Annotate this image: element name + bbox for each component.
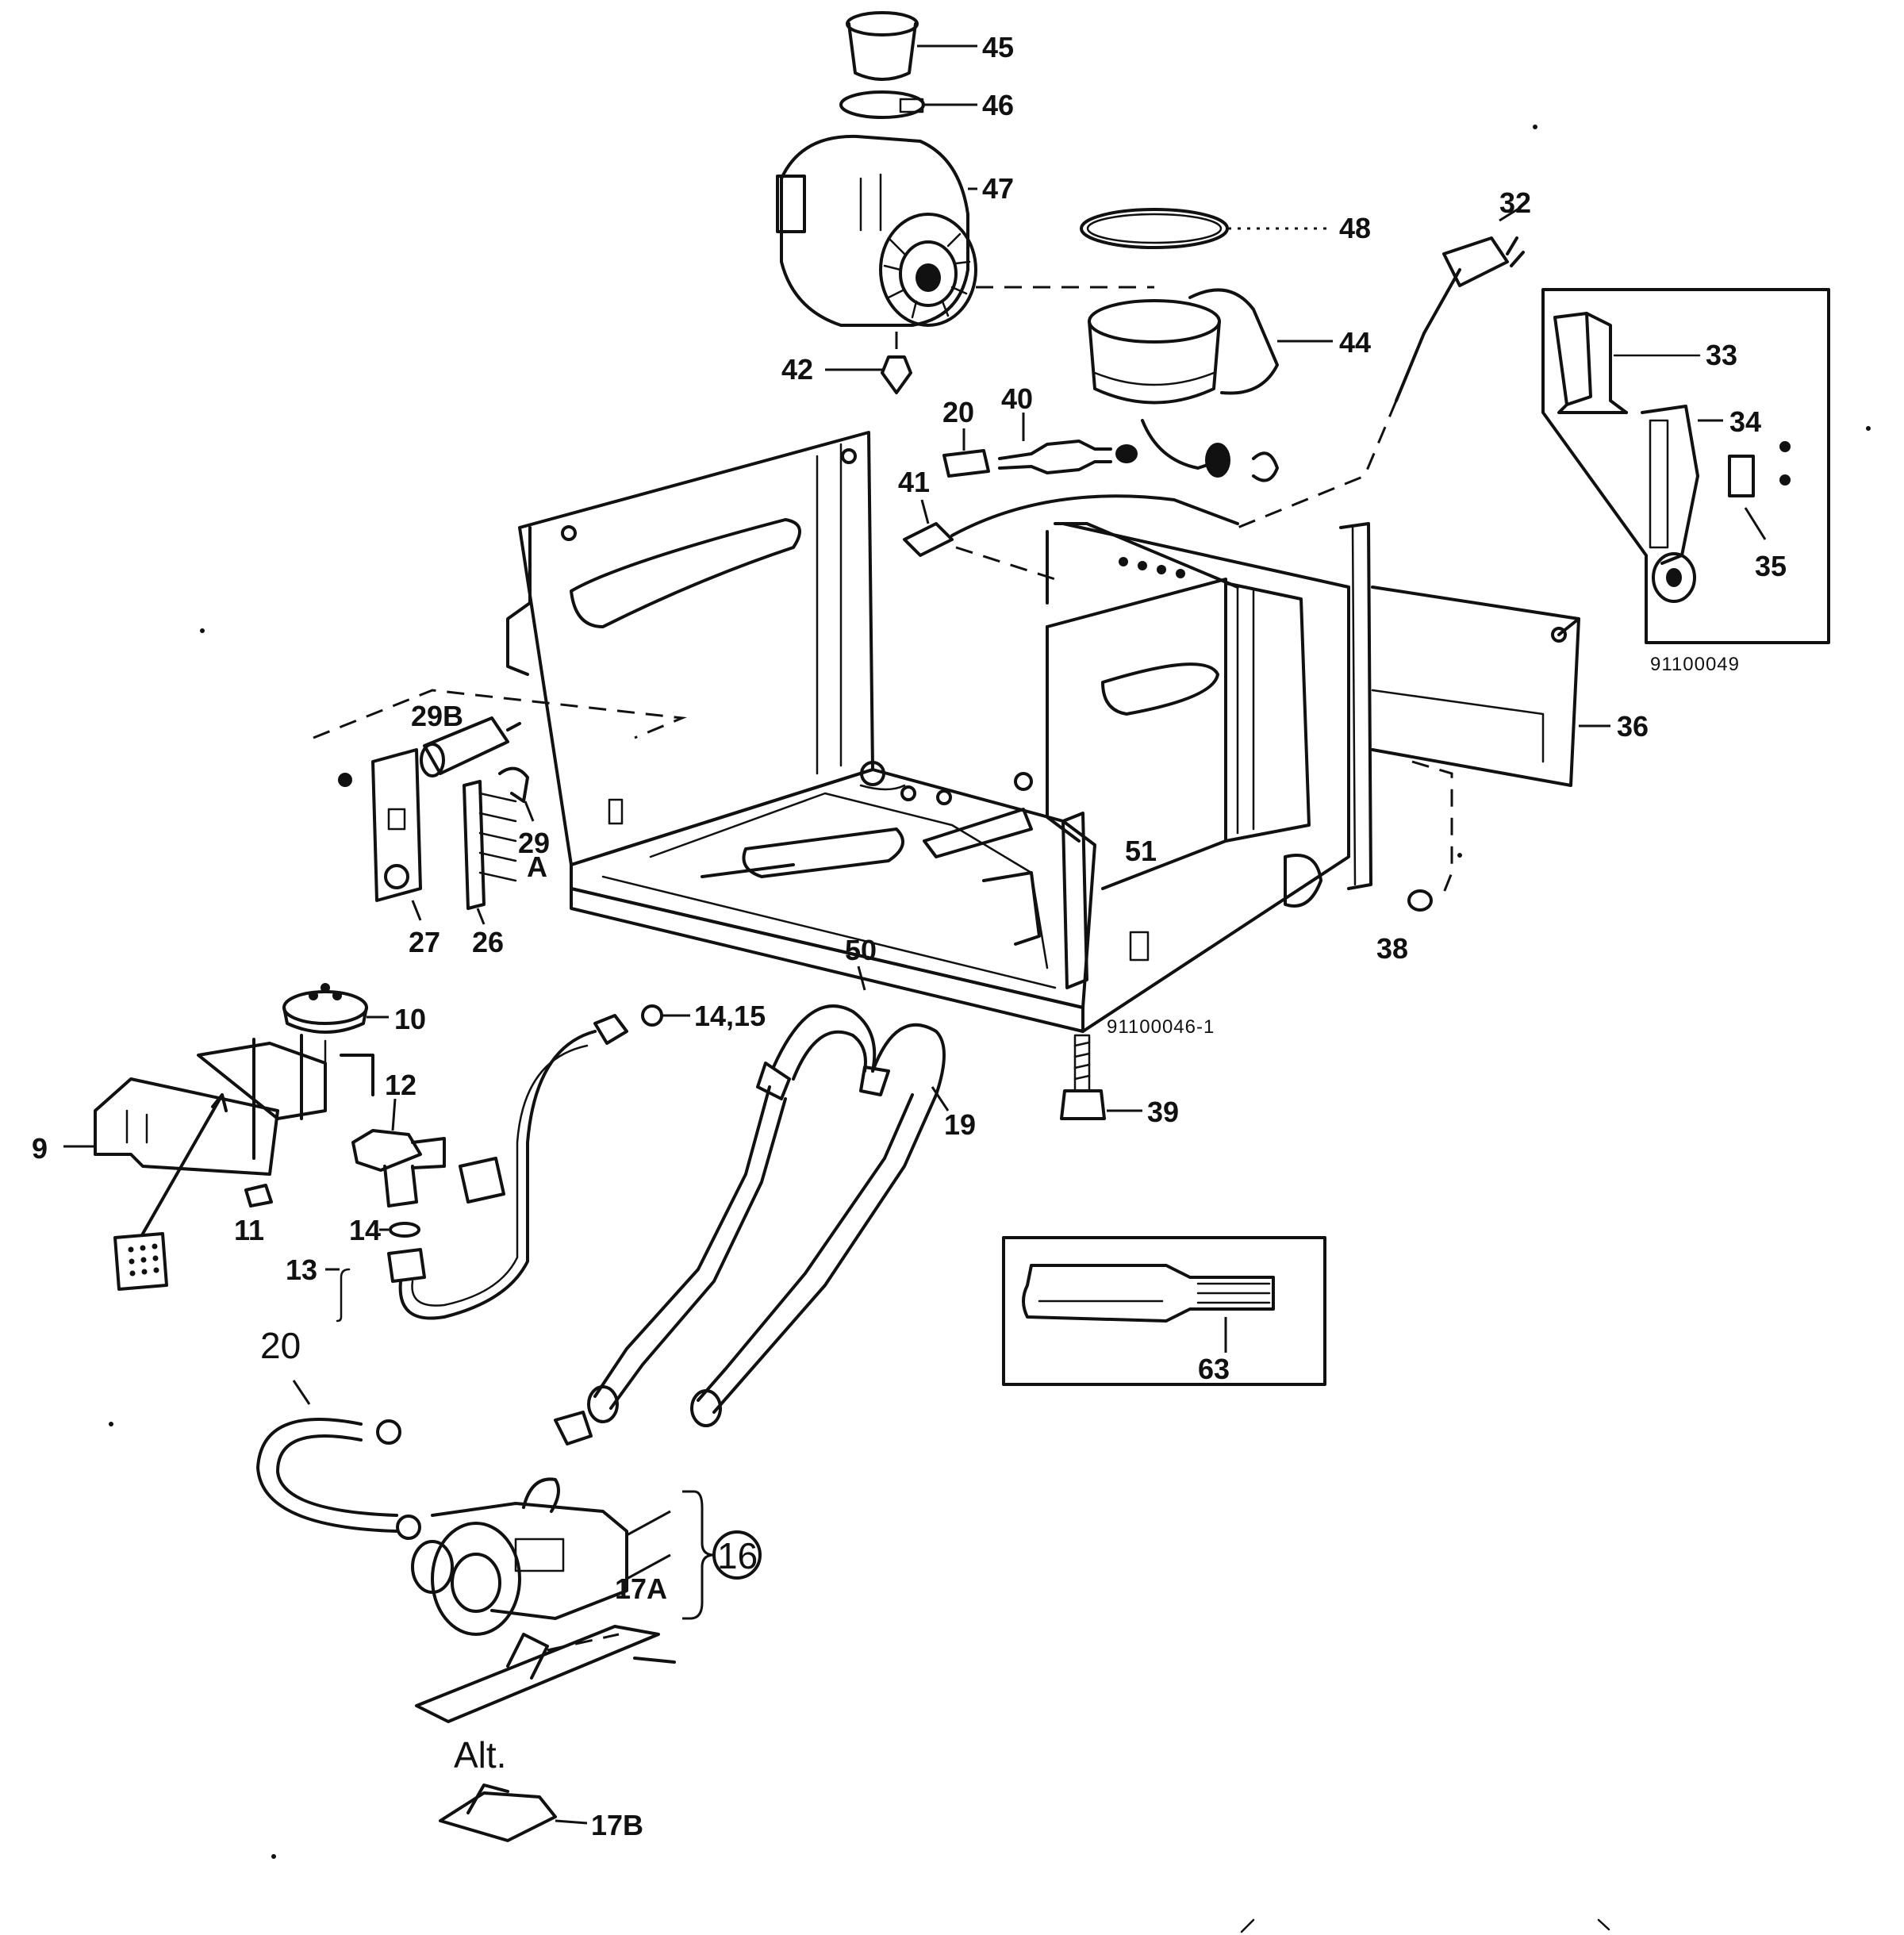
part-9-bracket — [63, 1034, 374, 1176]
label-35: 35 — [1755, 550, 1787, 582]
label-29b: 29B — [411, 700, 463, 732]
part-50-hose — [587, 966, 890, 1423]
part-36-rail — [1371, 585, 1610, 787]
label-38: 38 — [1376, 932, 1408, 965]
label-13: 13 — [286, 1254, 317, 1286]
label-41: 41 — [898, 466, 930, 498]
label-48: 48 — [1339, 212, 1371, 244]
part-38-leader — [1411, 760, 1453, 893]
label-12: 12 — [385, 1069, 416, 1101]
part-10-pressure-switch — [282, 983, 389, 1069]
label-20-lower: 20 — [260, 1325, 301, 1366]
label-19: 19 — [944, 1108, 976, 1141]
label-20-top: 20 — [942, 396, 974, 428]
label-10: 10 — [394, 1003, 426, 1035]
part-label-plate — [113, 1093, 228, 1291]
label-47: 47 — [982, 172, 1014, 205]
part-12-inlet-valve — [351, 1098, 505, 1207]
part-42-valve — [825, 355, 912, 394]
assembly-leader-lines — [895, 286, 1154, 349]
main-frame-chassis — [506, 431, 1372, 1033]
part-45-cap — [846, 11, 977, 81]
part-29a-clip — [498, 766, 535, 822]
label-51: 51 — [1125, 835, 1157, 867]
label-16-circle — [712, 1530, 762, 1580]
part-14-washer — [379, 1222, 420, 1238]
label-33: 33 — [1706, 339, 1737, 371]
part-11-nut — [244, 1184, 273, 1207]
part-27-plate — [338, 748, 422, 921]
inset-box-33-35 — [1541, 288, 1830, 644]
part-hose-cap — [554, 1411, 593, 1445]
part-17b-bracket — [439, 1783, 588, 1842]
label-40: 40 — [1001, 382, 1033, 415]
electric-panel-leader — [313, 689, 687, 739]
label-32: 32 — [1499, 186, 1531, 219]
part-46-clamp — [839, 90, 977, 119]
code-inset: 91100049 — [1650, 654, 1740, 675]
label-39: 39 — [1147, 1096, 1179, 1128]
label-17b: 17B — [591, 1809, 643, 1841]
label-11: 11 — [234, 1214, 264, 1246]
part-26-terminal-block — [463, 780, 517, 925]
part-20-hose-lower — [256, 1380, 421, 1540]
part-29b-capacitor — [420, 716, 521, 777]
label-17a: 17A — [615, 1572, 667, 1605]
label-46: 46 — [982, 89, 1014, 121]
part-63-tool-bit — [1002, 1236, 1326, 1386]
part-32-power-cord — [1237, 206, 1525, 529]
label-16: 16 — [717, 1535, 758, 1576]
label-44: 44 — [1339, 326, 1371, 359]
label-9: 9 — [32, 1132, 48, 1165]
part-39-bolt — [1060, 1034, 1142, 1120]
part-17a-bracket — [415, 1625, 676, 1723]
label-45: 45 — [982, 31, 1014, 63]
part-19-hose — [690, 1023, 950, 1427]
part-13-hose — [325, 1014, 628, 1323]
label-27: 27 — [409, 926, 440, 958]
label-26: 26 — [472, 926, 504, 958]
code-main: 91100046-1 — [1107, 1016, 1215, 1038]
label-14-15: 14,15 — [694, 1000, 766, 1032]
part-41-clip — [903, 494, 1239, 581]
label-36: 36 — [1617, 710, 1649, 743]
label-63: 63 — [1198, 1353, 1230, 1385]
part-16-drain-pump — [411, 1477, 715, 1636]
part-47-motor — [776, 134, 977, 327]
scan-specks — [109, 125, 1871, 1859]
label-50: 50 — [845, 934, 877, 966]
part-14-15-fitting — [641, 1004, 690, 1027]
part-48-gasket-ring — [1080, 208, 1333, 249]
label-29a-sub: A — [527, 850, 547, 883]
scan-marks — [1240, 1918, 1610, 1933]
label-29a: 29 — [518, 827, 550, 859]
label-14: 14 — [349, 1214, 381, 1246]
label-alt: Alt. — [454, 1734, 506, 1776]
part-20-hose-top — [942, 428, 990, 478]
label-42: 42 — [781, 353, 813, 386]
label-34: 34 — [1729, 405, 1761, 438]
part-40-connector — [998, 413, 1138, 474]
part-44-sump — [1088, 288, 1333, 482]
part-38-plug — [1407, 889, 1433, 912]
